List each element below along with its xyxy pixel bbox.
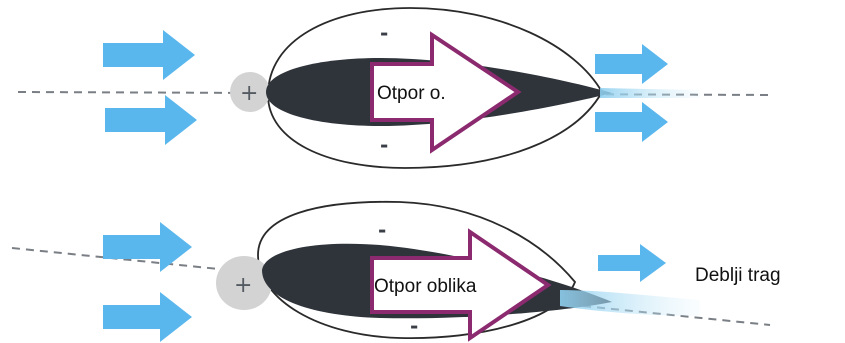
top-stagnation-zone xyxy=(230,72,270,112)
top-wake xyxy=(600,88,700,98)
bottom-outflow-arrow xyxy=(598,244,666,282)
bottom-drag-label: Otpor oblika xyxy=(374,276,477,297)
top-outflow-arrow-upper xyxy=(595,44,668,84)
top-flow-arrow-lower xyxy=(105,95,197,145)
bottom-minus-lower: - xyxy=(410,314,418,338)
bottom-minus-upper: - xyxy=(378,218,386,242)
bottom-flow-arrow-upper xyxy=(103,222,192,272)
top-minus-lower: - xyxy=(380,133,388,157)
bottom-wake xyxy=(560,290,700,316)
bottom-stagnation-zone xyxy=(216,256,272,310)
top-minus-upper: - xyxy=(380,21,388,45)
top-flow-arrow-upper xyxy=(103,30,195,80)
wake-label: Deblji trag xyxy=(695,265,781,286)
top-drag-arrow xyxy=(370,31,522,154)
top-drag-label: Otpor o. xyxy=(377,83,446,104)
bottom-drag-arrow xyxy=(370,228,552,342)
top-panel: + Otpor o. - - xyxy=(17,7,771,169)
bottom-plus-sign: + xyxy=(234,273,252,298)
bottom-pressure-envelope xyxy=(257,200,577,340)
bottom-panel: + Otpor oblika - - Deblji trag xyxy=(11,200,781,342)
bottom-flow-arrow-lower xyxy=(103,292,192,342)
top-plus-sign: + xyxy=(240,81,258,106)
top-outflow-arrow-lower xyxy=(595,102,668,142)
